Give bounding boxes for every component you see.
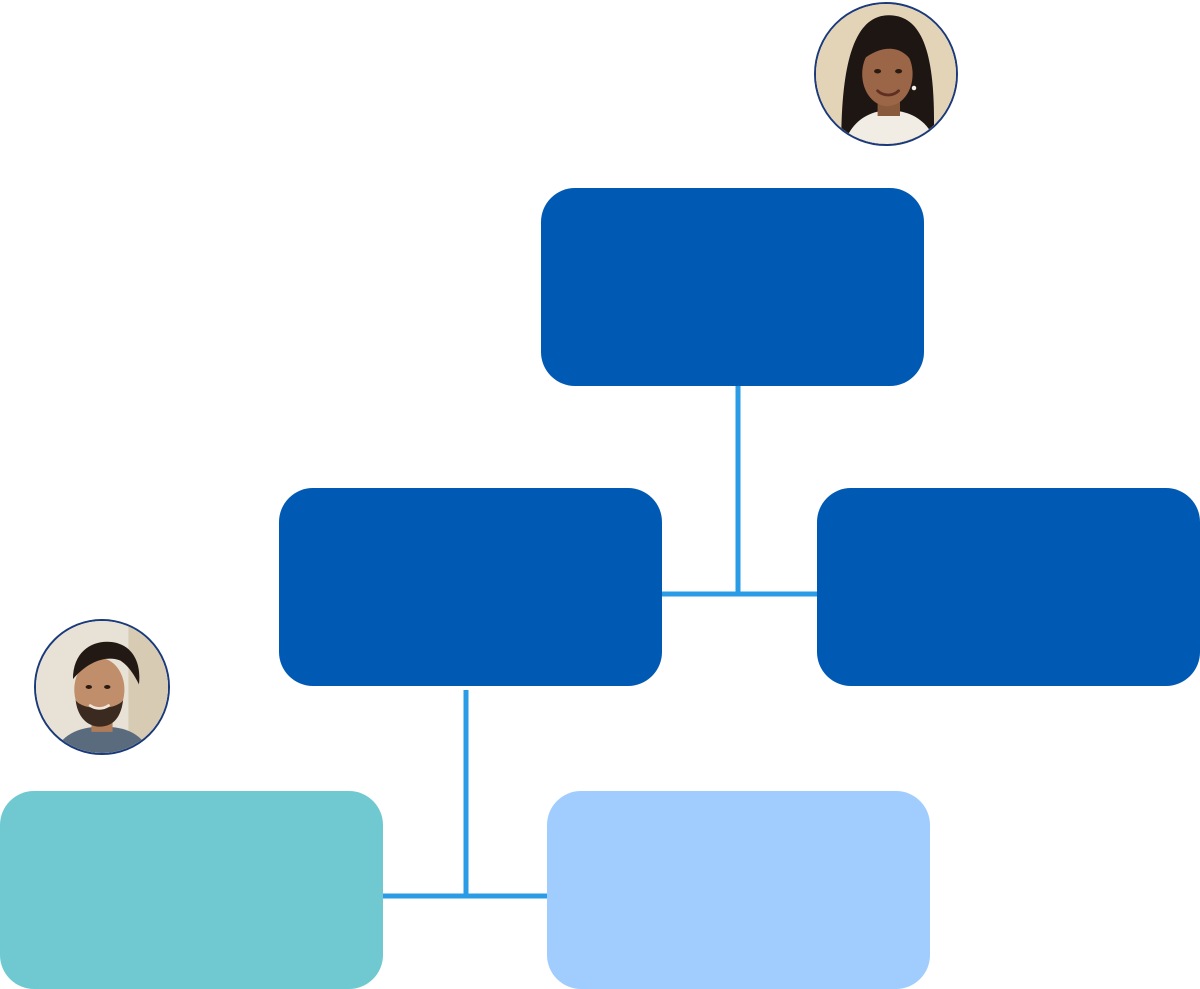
org-node-top[interactable] (541, 188, 924, 386)
org-node-mid-left[interactable] (279, 488, 662, 686)
man-portrait-graphic (36, 621, 168, 753)
org-node-mid-right[interactable] (817, 488, 1200, 686)
woman-portrait-icon (814, 2, 958, 146)
org-node-bottom-left[interactable] (0, 791, 383, 989)
man-portrait-icon (34, 619, 170, 755)
woman-portrait-graphic (816, 4, 956, 144)
org-node-bottom-right[interactable] (547, 791, 930, 989)
